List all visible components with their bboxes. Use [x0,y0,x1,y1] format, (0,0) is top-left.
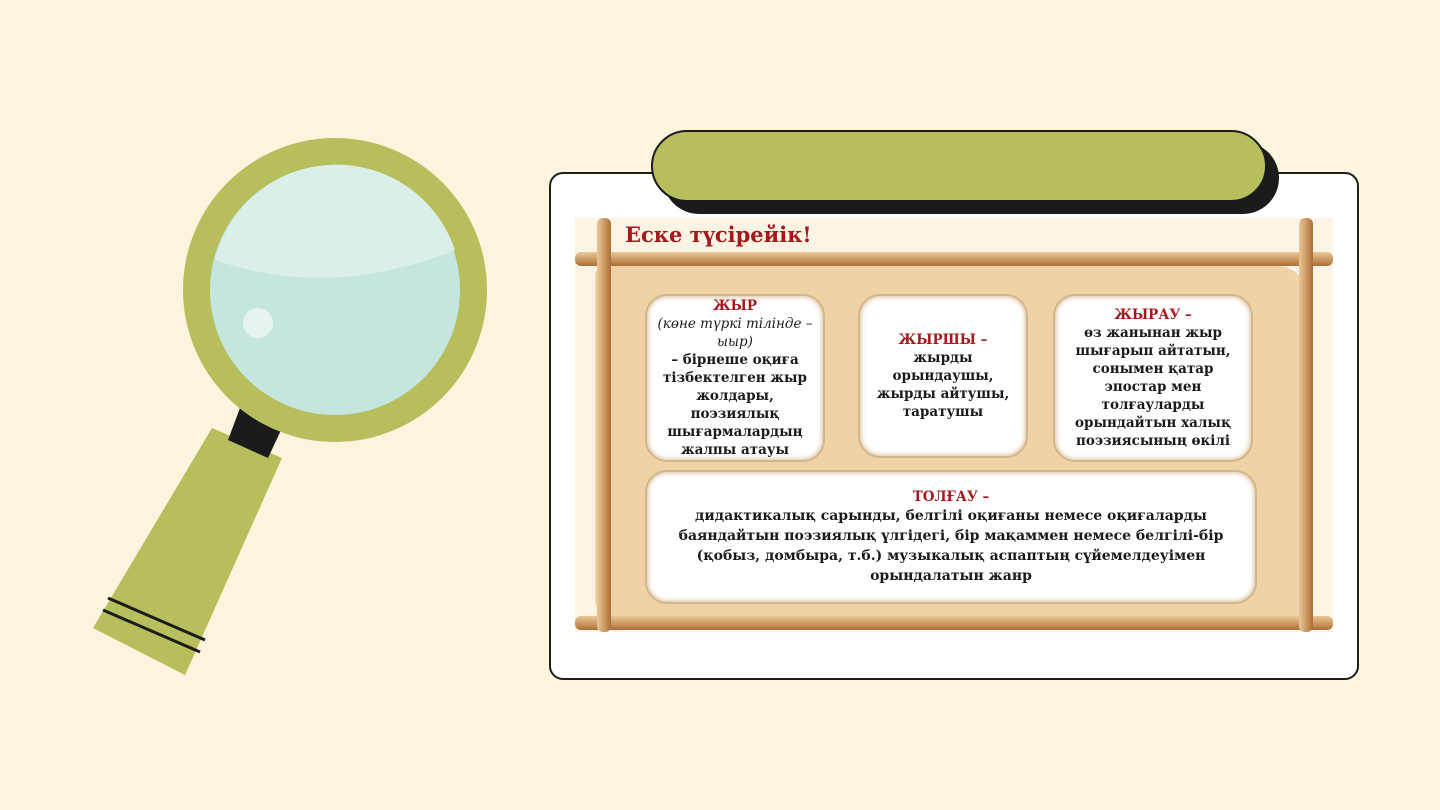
definition: өз жанынан жыр шығарып айтатын, сонымен … [1075,325,1231,449]
definition-box-zhyr: ЖЫР (көне түркі тілінде – ыыр) – бірнеше… [645,294,825,462]
term-note: (көне түркі тілінде – ыыр) [657,316,813,350]
poster-title: Еске түсірейік! [625,222,812,247]
bamboo-top [575,252,1333,266]
term: ЖЫР [712,298,758,314]
poster-image: Еске түсірейік! ЖЫР (көне түркі тілінде … [575,218,1333,632]
magnifier-handle [93,408,282,675]
definition-box-zhyrau: ЖЫРАУ – өз жанынан жыр шығарып айтатын, … [1053,294,1253,462]
definition: – бірнеше оқиға тізбектелген жыр жолдары… [663,352,807,458]
title-pill [651,130,1267,202]
bamboo-bottom [575,616,1333,630]
magnifier-illustration [93,138,487,675]
term: ЖЫРШЫ – [898,332,988,348]
term: ТОЛҒАУ – [912,489,990,505]
definition-box-zhyrshy: ЖЫРШЫ – жырды орындаушы, жырды айтушы, т… [858,294,1028,458]
bamboo-left [597,218,611,632]
definition: жырды орындаушы, жырды айтушы, таратушы [876,350,1010,420]
definition: дидактикалық сарынды, белгілі оқиғаны не… [678,508,1224,584]
definition-box-tolgau: ТОЛҒАУ – дидактикалық сарынды, белгілі о… [645,470,1257,604]
term: ЖЫРАУ – [1114,307,1192,323]
bamboo-right [1299,218,1313,632]
